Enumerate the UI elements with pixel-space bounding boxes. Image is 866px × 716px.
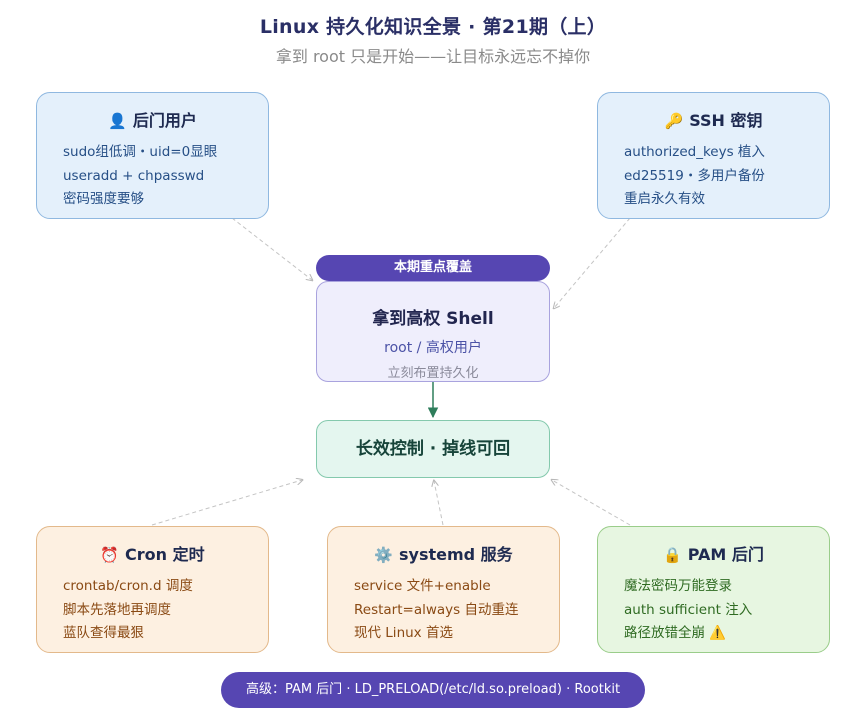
- high-priv-shell-line-1: root / 高权用户: [384, 340, 482, 356]
- systemd-card: ⚙️ systemd 服务 service 文件+enable Restart=a…: [327, 526, 560, 653]
- systemd-line-1: service 文件+enable: [354, 578, 491, 594]
- backdoor-user-line-1: sudo组低调・uid=0显眼: [63, 144, 218, 160]
- pam-line-2: auth sufficient 注入: [624, 601, 753, 618]
- high-priv-shell-line-2: 立刻布置持久化: [387, 366, 479, 381]
- ssh-key-card: 🔑 SSH 密钥 authorized_keys 植入 ed25519・多用户备份…: [597, 92, 830, 219]
- ssh-key-line-2: ed25519・多用户备份: [624, 167, 765, 184]
- ssh-key-line-1: authorized_keys 植入: [624, 144, 765, 160]
- warning-icon: ⚠️: [709, 625, 727, 641]
- cron-line-3: 蓝队查得最狠: [63, 625, 144, 641]
- systemd-line-3: 现代 Linux 首选: [354, 625, 453, 641]
- cron-line-2: 脚本先落地再调度: [63, 601, 171, 618]
- backdoor-user-header: 👤 后门用户: [37, 107, 268, 131]
- edge-cron-to-goal: [151, 480, 302, 526]
- systemd-line-2: Restart=always 自动重连: [354, 601, 519, 618]
- page-subtitle: 拿到 root 只是开始——让目标永远忘不掉你: [275, 47, 591, 66]
- systemd-header: ⚙️ systemd 服务: [328, 541, 559, 565]
- advanced-topics-banner: 高级：PAM 后门 · LD_PRELOAD(/etc/ld.so.preloa…: [221, 672, 645, 708]
- gear-icon: ⚙️: [374, 546, 393, 564]
- pam-line-3-text: 路径放错全崩: [624, 625, 705, 641]
- backdoor-user-line-3: 密码强度要够: [63, 191, 144, 207]
- pam-title: PAM 后门: [687, 545, 764, 564]
- cron-title: Cron 定时: [125, 545, 205, 564]
- pam-line-1: 魔法密码万能登录: [624, 578, 732, 594]
- pam-header: 🔒 PAM 后门: [598, 541, 829, 565]
- long-term-control-card: 长效控制 · 掉线可回: [316, 420, 550, 478]
- key-icon: 🔑: [664, 112, 684, 130]
- cron-line-1: crontab/cron.d 调度: [63, 578, 193, 594]
- systemd-title: systemd 服务: [399, 545, 513, 564]
- cron-card: ⏰ Cron 定时 crontab/cron.d 调度 脚本先落地再调度 蓝队查得…: [36, 526, 269, 653]
- alarm-clock-icon: ⏰: [100, 546, 120, 564]
- user-icon: 👤: [108, 112, 127, 130]
- backdoor-user-title: 后门用户: [132, 111, 197, 130]
- edge-systemd-to-goal: [434, 481, 444, 526]
- edge-ssh-key-to-shell: [554, 217, 631, 308]
- backdoor-user-card: 👤 后门用户 sudo组低调・uid=0显眼 useradd + chpasswd…: [36, 92, 269, 219]
- page-title: Linux 持久化知识全景 · 第21期（上）: [259, 16, 607, 38]
- pam-card: 🔒 PAM 后门 魔法密码万能登录 auth sufficient 注入 路径放错…: [597, 526, 830, 653]
- ssh-key-line-3: 重启永久有效: [624, 191, 705, 207]
- pam-line-3: 路径放错全崩 ⚠️: [624, 622, 829, 646]
- backdoor-user-line-2: useradd + chpasswd: [63, 167, 205, 184]
- edge-pam-to-goal: [552, 480, 631, 526]
- high-priv-shell-card: 拿到高权 Shell root / 高权用户 立刻布置持久化: [316, 281, 550, 382]
- focus-badge: 本期重点覆盖: [316, 255, 550, 281]
- ssh-key-header: 🔑 SSH 密钥: [598, 107, 829, 131]
- edge-backdoor-user-to-shell: [231, 217, 312, 280]
- ssh-key-title: SSH 密钥: [689, 111, 763, 130]
- cron-header: ⏰ Cron 定时: [37, 541, 268, 565]
- high-priv-shell-title: 拿到高权 Shell: [372, 309, 494, 329]
- lock-icon: 🔒: [663, 546, 682, 564]
